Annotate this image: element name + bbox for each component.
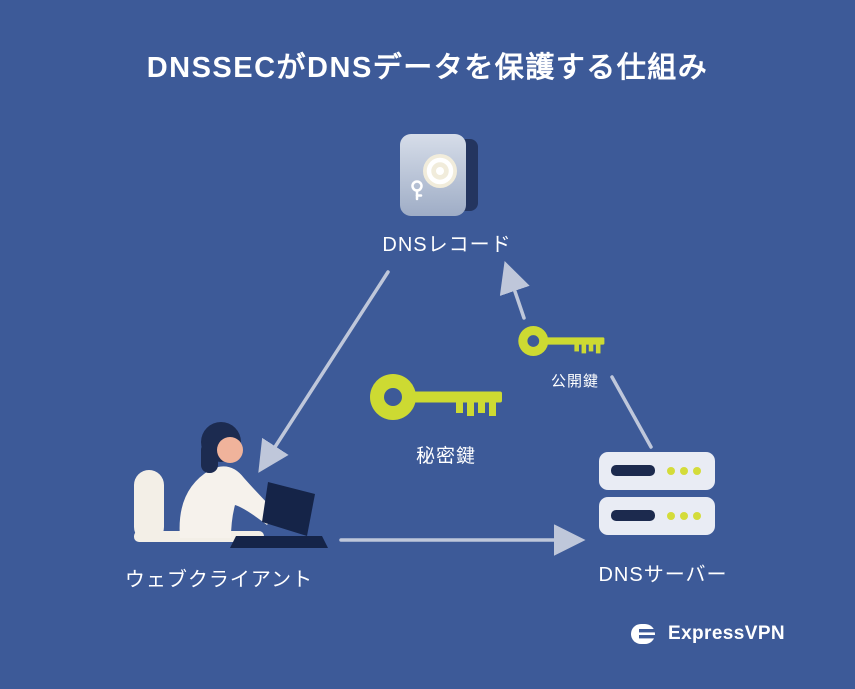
private-key-label: 秘密鍵 xyxy=(415,446,476,467)
dns-server-label: DNSサーバー xyxy=(598,564,728,586)
dns-server-node xyxy=(597,449,717,544)
web-client-label: ウェブクライアント xyxy=(124,569,314,591)
expressvpn-logo-icon xyxy=(631,624,658,644)
server-icon xyxy=(599,452,715,535)
dns-record-label: DNSレコード xyxy=(382,234,512,256)
private-key-node xyxy=(368,368,506,431)
key-icon xyxy=(370,374,502,420)
public-key-label: 公開鍵 xyxy=(550,373,599,390)
safe-key-glyph-icon xyxy=(411,180,423,201)
brand-logo-text: ExpressVPN xyxy=(668,623,786,644)
safe-icon xyxy=(400,134,478,216)
line-server-to-publickey xyxy=(610,375,653,449)
person-face xyxy=(217,437,243,463)
public-key-node xyxy=(517,322,607,365)
key-icon xyxy=(518,326,605,356)
laptop-base-icon xyxy=(230,536,328,548)
web-client-node xyxy=(118,398,333,563)
dns-record-node xyxy=(390,129,490,229)
brand-logo: ExpressVPN xyxy=(630,621,785,647)
arrow-record-to-client xyxy=(258,270,390,473)
page-title: DNSSECがDNSデータを保護する仕組み xyxy=(146,52,709,84)
arrow-publickey-to-record xyxy=(499,261,530,320)
person-body xyxy=(179,466,276,538)
laptop-screen-icon xyxy=(262,482,315,536)
chair-icon xyxy=(134,470,164,542)
person-laptop-illustration xyxy=(134,422,328,548)
